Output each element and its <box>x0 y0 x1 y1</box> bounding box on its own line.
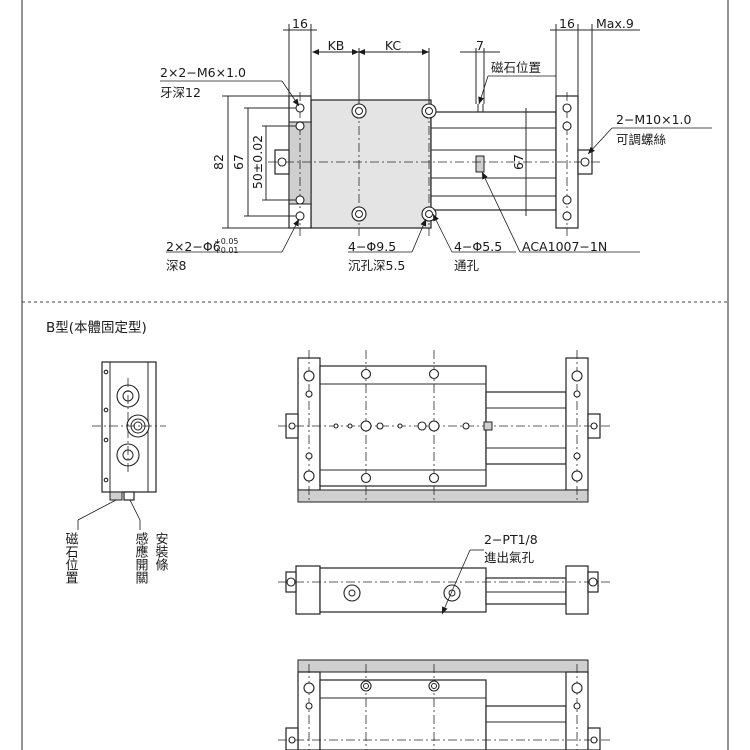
dim-kc: KC <box>385 38 402 53</box>
dim-7: 7 <box>476 38 484 53</box>
label-air-inlet: 進出氣孔 <box>484 550 535 565</box>
label-m10-thread: 2−M10×1.0 <box>616 112 692 127</box>
label-phi95-counterbore: 沉孔深5.5 <box>348 258 405 273</box>
dim-67-left: 67 <box>231 154 246 170</box>
plan-b-base <box>297 489 589 503</box>
bottom-view-b <box>278 659 610 750</box>
end-view <box>77 361 166 530</box>
label-pt-port: 2−PT1/8 <box>484 532 538 547</box>
dim-max9: Max.9 <box>596 16 634 31</box>
label-magnet-pos-vertical: 磁石位置 <box>63 532 79 584</box>
label-part-number: ACA1007−1N <box>522 239 607 254</box>
dim-50-tolerance: 50±0.02 <box>250 135 265 189</box>
dim-16-right: 16 <box>559 16 575 31</box>
label-m10-screw: 可調螺絲 <box>616 132 667 147</box>
label-phi95: 4−Φ9.5 <box>348 239 396 254</box>
label-phi55-through: 通孔 <box>454 258 480 273</box>
label-mount-bar-vertical: 安裝條 <box>153 532 169 571</box>
bottom-b-base <box>297 659 589 673</box>
dim-67-right: 67 <box>511 154 526 170</box>
magnet-block <box>475 155 485 173</box>
label-m6-thread: 2×2−M6×1.0 <box>160 65 246 80</box>
plan-view-b <box>278 350 610 503</box>
top-view: 16 KB KC 7 16 Max.9 2×2−M6×1.0 牙深12 磁石位置 <box>160 16 712 273</box>
label-sensor-switch-vertical: 感應開關 <box>133 531 149 584</box>
dim-16-left: 16 <box>292 16 308 31</box>
plan-b-rail <box>485 391 567 465</box>
side-b-right-plate <box>565 565 589 615</box>
dim-kb: KB <box>328 38 345 53</box>
label-phi6-tol-lower: +0.01 <box>214 246 239 255</box>
label-m6-depth: 牙深12 <box>160 85 201 100</box>
slide-table-body <box>310 99 432 229</box>
side-view-b: 2−PT1/8 進出氣孔 <box>278 532 610 615</box>
dim-82: 82 <box>211 154 226 170</box>
label-phi6-tol-upper: +0.05 <box>214 237 239 246</box>
label-magnet-position: 磁石位置 <box>491 60 541 75</box>
side-b-left-plate <box>295 565 321 615</box>
label-phi55: 4−Φ5.5 <box>454 239 502 254</box>
section-b-title: B型(本體固定型) <box>46 320 147 336</box>
label-phi6-depth: 深8 <box>166 258 187 273</box>
counterbore-holes <box>351 103 437 222</box>
label-phi6: 2×2−Φ6 <box>166 239 221 254</box>
plate-holes <box>277 103 590 221</box>
